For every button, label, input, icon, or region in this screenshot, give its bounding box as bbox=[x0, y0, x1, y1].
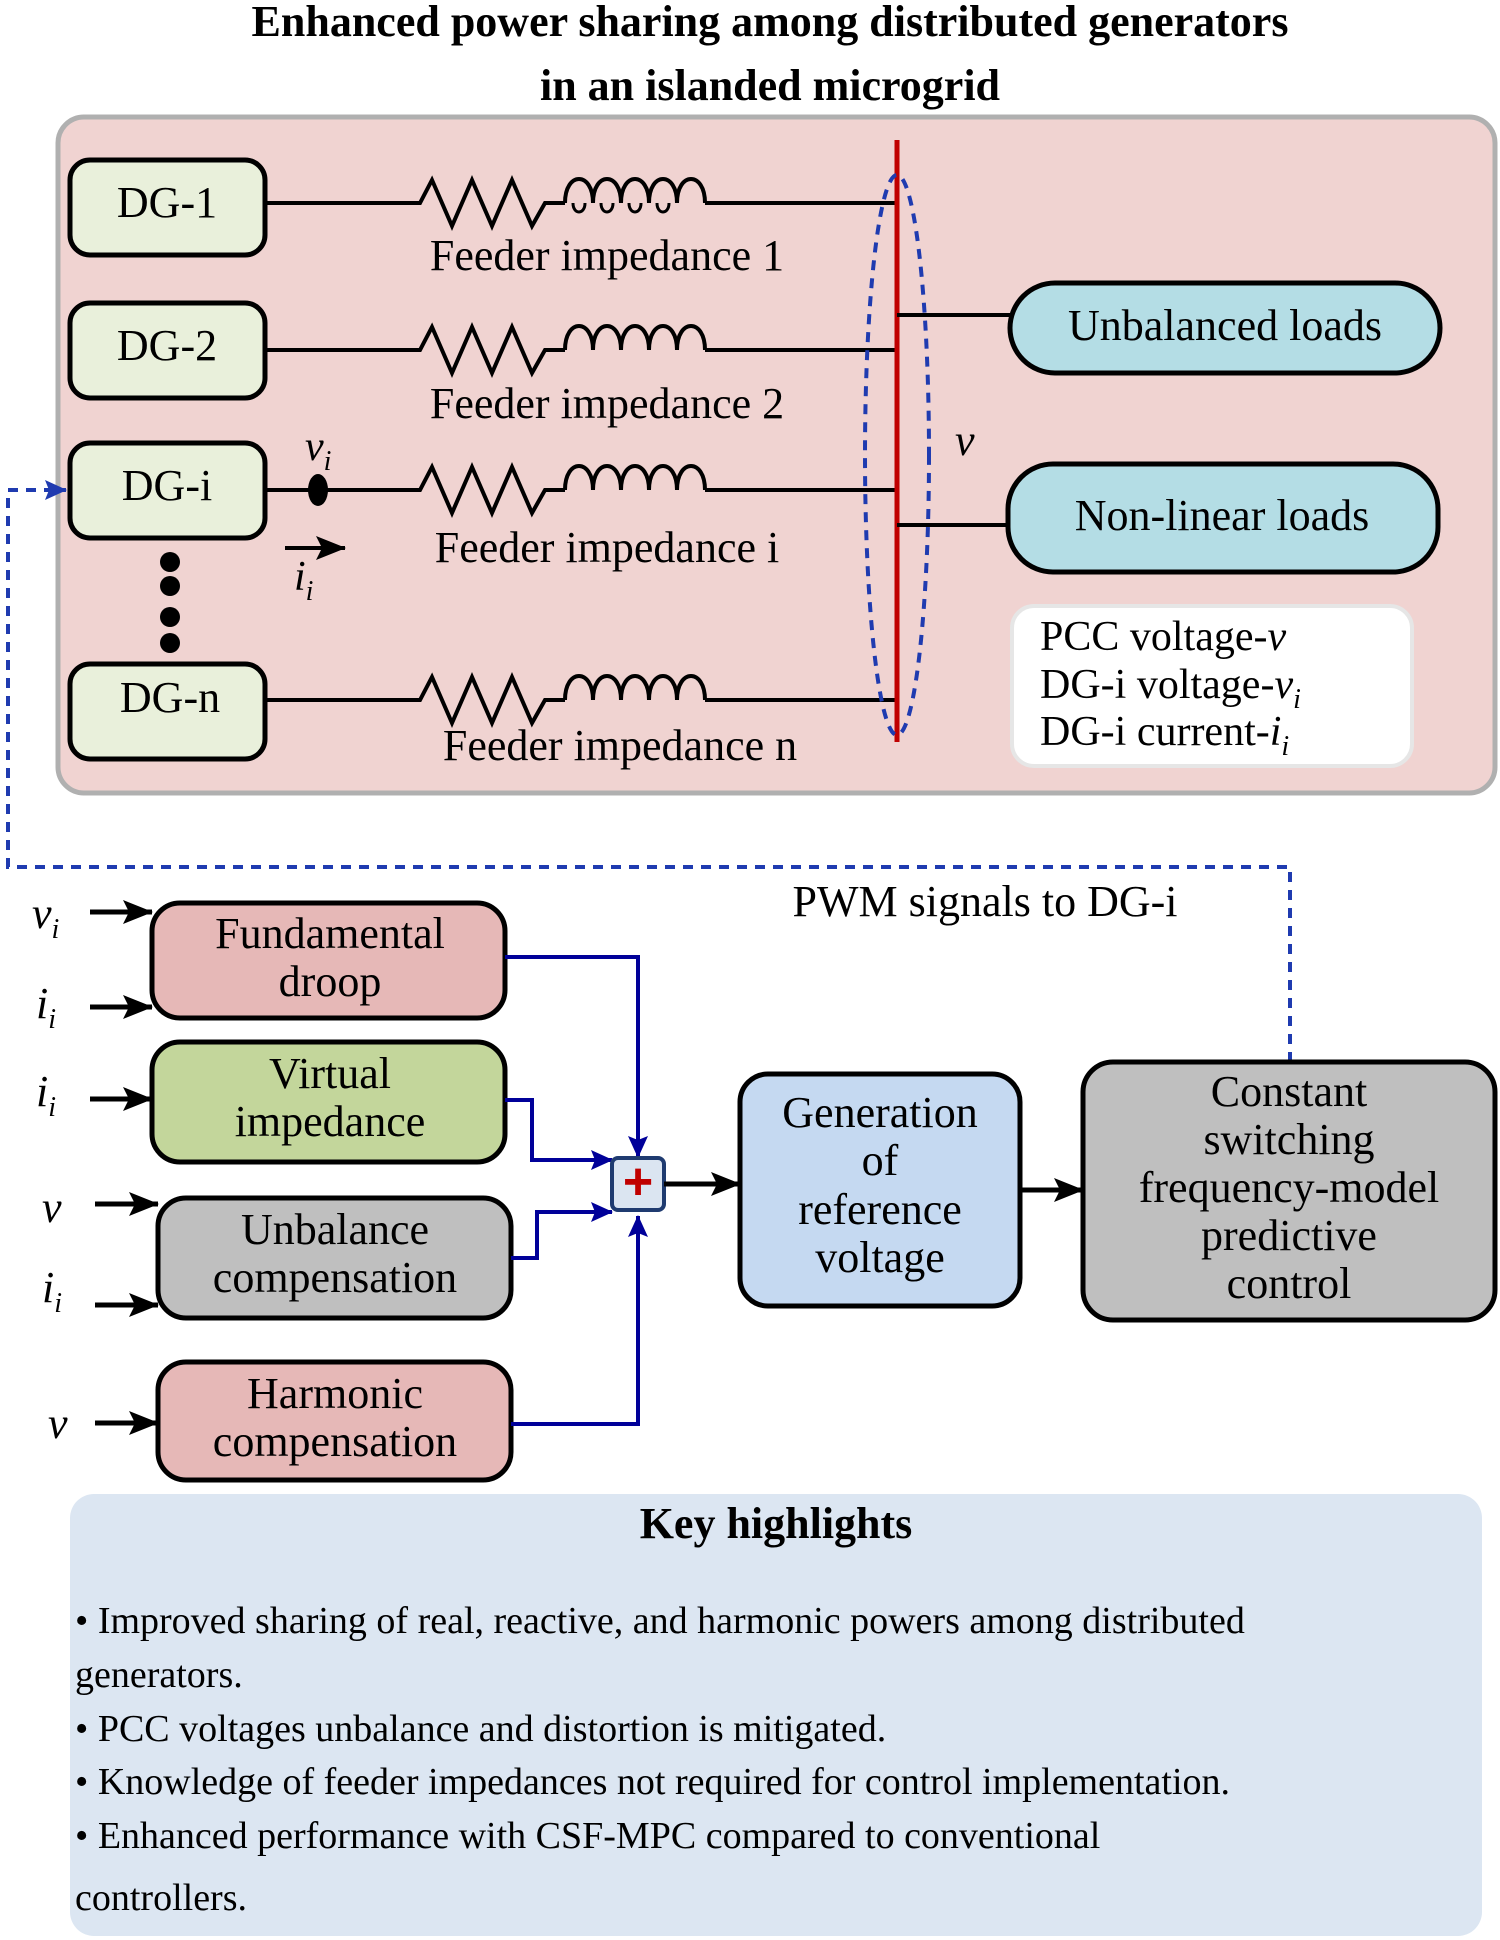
feeder-line-i bbox=[265, 461, 895, 519]
feeder-label-1: Feeder impedance 1 bbox=[430, 231, 784, 280]
input-label-virtual-i: ii bbox=[36, 1067, 56, 1123]
dg-label-1: DG-1 bbox=[117, 178, 217, 227]
block-mpc-line1: Constant bbox=[1211, 1067, 1367, 1116]
feeder-label-n: Feeder impedance n bbox=[443, 721, 797, 770]
highlights-title: Key highlights bbox=[640, 1499, 913, 1548]
page-title-line2: in an islanded microgrid bbox=[540, 61, 1000, 110]
dg-label-n: DG-n bbox=[120, 673, 220, 722]
block-reference-voltage: Generation of reference voltage bbox=[737, 1071, 1023, 1309]
block-virtual-line1: Virtual bbox=[269, 1049, 391, 1098]
dg-box-2: DG-2 bbox=[67, 300, 268, 401]
feeder-line-1 bbox=[265, 174, 895, 232]
block-reference-line3: reference bbox=[798, 1185, 962, 1234]
block-mpc-line5: control bbox=[1227, 1259, 1352, 1308]
block-reference-line4: voltage bbox=[815, 1233, 945, 1282]
load-label-nonlinear: Non-linear loads bbox=[1075, 491, 1369, 540]
block-fundamental-droop: Fundamental droop bbox=[149, 900, 508, 1021]
pcc-dashed-ellipse bbox=[863, 173, 931, 737]
highlight-item-2: • PCC voltages unbalance and distortion … bbox=[75, 1708, 886, 1750]
highlight-item-4: • Enhanced performance with CSF-MPC comp… bbox=[75, 1815, 1100, 1857]
highlights-panel bbox=[70, 1494, 1482, 1936]
input-arrows bbox=[90, 900, 159, 1435]
page-title-line1: Enhanced power sharing among distributed… bbox=[252, 0, 1289, 46]
block-mpc-line2: switching bbox=[1203, 1115, 1374, 1164]
block-mpc-line4: predictive bbox=[1201, 1211, 1377, 1260]
block-droop-line1: Fundamental bbox=[215, 909, 445, 958]
highlight-item-4-cont: controllers. bbox=[75, 1877, 247, 1919]
summing-wires bbox=[505, 955, 648, 1426]
feeder-label-i: Feeder impedance i bbox=[435, 523, 780, 572]
load-box-unbalanced: Unbalanced loads bbox=[1007, 280, 1443, 376]
load-box-nonlinear: Non-linear loads bbox=[1005, 461, 1441, 575]
input-label-unbalance-v: v bbox=[42, 1183, 62, 1232]
highlight-item-1-cont: generators. bbox=[75, 1654, 243, 1696]
feeder-line-n bbox=[265, 671, 895, 729]
block-harmonic-compensation: Harmonic compensation bbox=[155, 1359, 514, 1483]
block-unbalance-compensation: Unbalance compensation bbox=[155, 1195, 514, 1321]
dg-box-i: DG-i bbox=[67, 440, 268, 541]
feeder-line-2 bbox=[265, 321, 895, 379]
legend-dg-voltage: DG-i voltage-vi bbox=[1040, 662, 1301, 715]
summing-symbol: + bbox=[623, 1153, 653, 1211]
dg-i-voltage-node bbox=[308, 474, 328, 506]
highlight-item-1: • Improved sharing of real, reactive, an… bbox=[75, 1600, 1245, 1642]
input-label-harmonic-v: v bbox=[48, 1399, 68, 1448]
highlight-item-3: • Knowledge of feeder impedances not req… bbox=[75, 1761, 1230, 1803]
dg-i-current-label: ii bbox=[294, 554, 313, 607]
legend-dg-current: DG-i current-ii bbox=[1040, 709, 1289, 762]
block-reference-line2: of bbox=[862, 1136, 899, 1185]
dg-box-1: DG-1 bbox=[67, 157, 268, 258]
legend-box: PCC voltage-v DG-i voltage-vi DG-i curre… bbox=[1010, 604, 1414, 768]
block-mpc-line3: frequency-model bbox=[1139, 1163, 1440, 1212]
block-harmonic-line2: compensation bbox=[213, 1417, 457, 1466]
dg-box-n: DG-n bbox=[67, 661, 268, 762]
load-label-unbalanced: Unbalanced loads bbox=[1068, 301, 1382, 350]
input-label-droop-v: vi bbox=[32, 889, 59, 945]
block-virtual-line2: impedance bbox=[235, 1097, 426, 1146]
feeder-label-2: Feeder impedance 2 bbox=[430, 379, 784, 428]
block-reference-line1: Generation bbox=[782, 1088, 977, 1137]
pcc-voltage-label: v bbox=[955, 416, 975, 465]
block-csf-mpc: Constant switching frequency-model predi… bbox=[1080, 1059, 1498, 1323]
legend-pcc: PCC voltage-v bbox=[1040, 614, 1287, 660]
dg-label-i: DG-i bbox=[122, 461, 212, 510]
block-droop-line2: droop bbox=[279, 957, 382, 1006]
block-virtual-impedance: Virtual impedance bbox=[149, 1039, 508, 1165]
pwm-label: PWM signals to DG-i bbox=[793, 877, 1178, 926]
block-unbalance-line2: compensation bbox=[213, 1253, 457, 1302]
dg-label-2: DG-2 bbox=[117, 321, 217, 370]
block-harmonic-line1: Harmonic bbox=[247, 1369, 423, 1418]
dg-i-voltage-label: vi bbox=[305, 424, 331, 477]
pwm-feedback-path bbox=[6, 480, 1292, 1062]
dg-ellipsis-dots bbox=[160, 552, 180, 653]
summing-junction: + bbox=[610, 1153, 666, 1212]
input-label-droop-i: ii bbox=[36, 979, 56, 1035]
input-label-unbalance-i: ii bbox=[42, 1263, 62, 1319]
block-unbalance-line1: Unbalance bbox=[241, 1205, 429, 1254]
